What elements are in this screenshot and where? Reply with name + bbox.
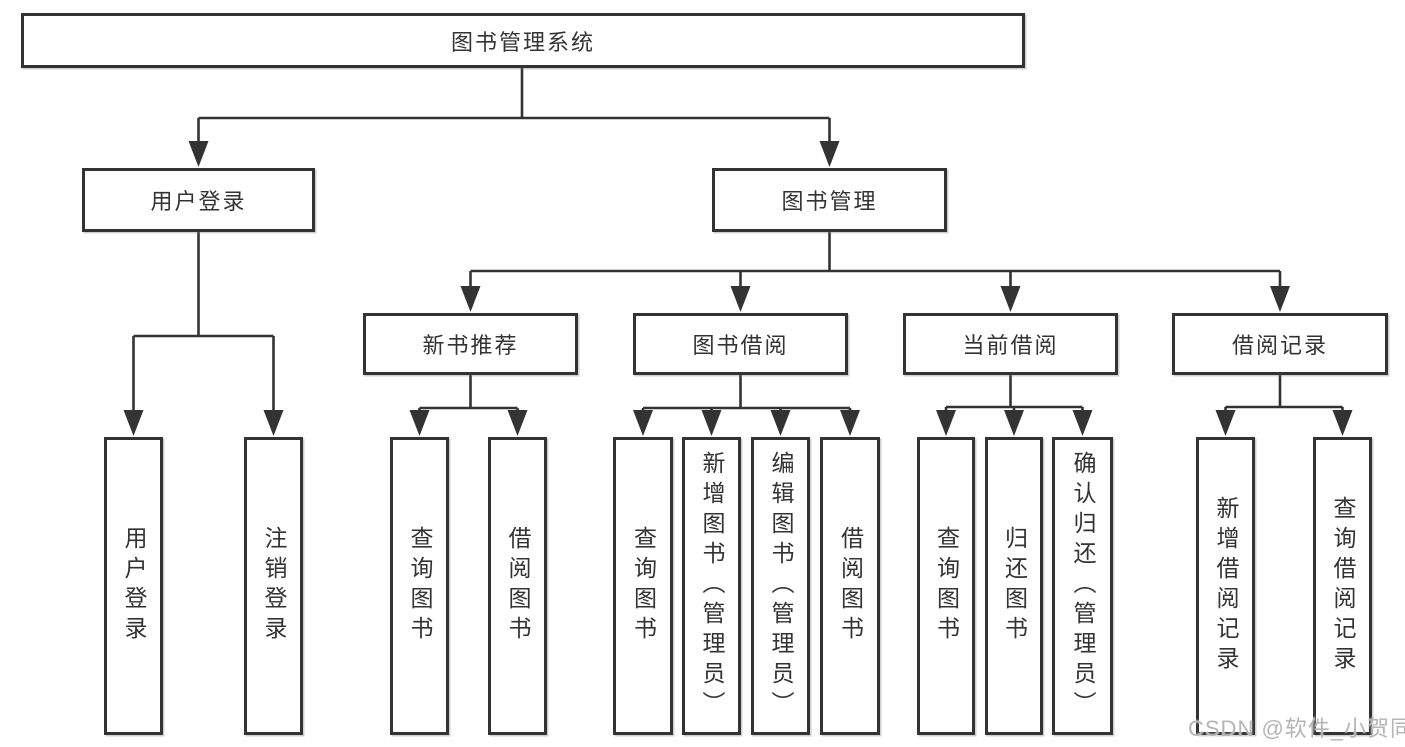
leaf-edit-book-admin: 编辑图书（管理员） (751, 437, 810, 735)
leaf-user-login: 用户登录 (104, 437, 163, 735)
node-label: 图书借阅 (692, 333, 789, 358)
node-new-book-recommendation: 新书推荐 (363, 313, 578, 375)
csdn-watermark: CSDN @软件_小贺同学 (1188, 716, 1405, 741)
node-library-management-system: 图书管理系统 (21, 13, 1025, 68)
leaf-query-books-3: 查询图书 (917, 437, 975, 735)
node-label: 图书管理系统 (450, 29, 595, 55)
arrowheads (123, 141, 1353, 436)
node-current-borrowing: 当前借阅 (903, 313, 1118, 375)
leaf-confirm-return-admin: 确认归还（管理员） (1052, 437, 1113, 735)
node-label: 新书推荐 (422, 333, 519, 358)
leaf-query-books-2: 查询图书 (613, 437, 673, 735)
node-label: 借阅记录 (1231, 333, 1328, 358)
leaf-add-borrow-record: 新增借阅记录 (1196, 437, 1255, 735)
leaf-query-borrow-record: 查询借阅记录 (1313, 437, 1372, 735)
leaf-add-book-admin: 新增图书（管理员） (682, 437, 741, 735)
leaf-borrow-books-2: 借阅图书 (820, 437, 880, 735)
node-user-login: 用户登录 (82, 168, 315, 232)
leaf-logout: 注销登录 (244, 437, 303, 735)
node-book-borrowing: 图书借阅 (633, 313, 848, 375)
leaf-borrow-books-1: 借阅图书 (488, 437, 547, 735)
leaf-query-books-1: 查询图书 (390, 437, 449, 735)
node-book-management: 图书管理 (712, 168, 947, 232)
node-label: 当前借阅 (962, 333, 1059, 358)
node-label: 图书管理 (781, 189, 878, 214)
node-label: 用户登录 (150, 189, 247, 214)
leaf-return-book: 归还图书 (985, 437, 1043, 735)
node-borrowing-records: 借阅记录 (1172, 313, 1388, 375)
